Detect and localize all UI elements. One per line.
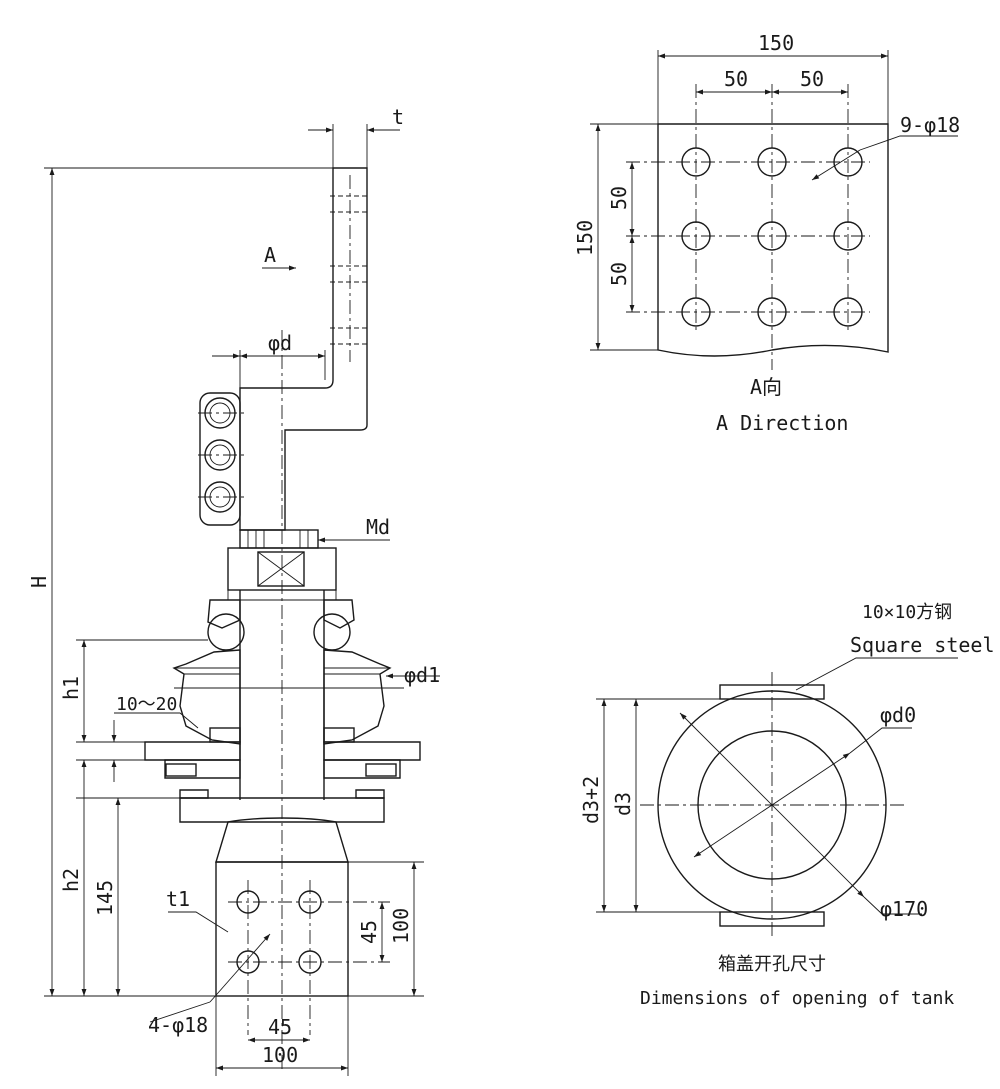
dim-bottom-horizontal: 45 100 xyxy=(215,996,349,1076)
dim-145-label: 145 xyxy=(93,880,117,916)
dim-h-label: H xyxy=(27,576,51,588)
hole-grid-9 xyxy=(626,84,870,370)
dim-phi-d1: φd1 xyxy=(174,663,440,689)
tank-caption-cn: 箱盖开孔尺寸 xyxy=(718,954,826,975)
tank-phi-170: φ170 xyxy=(880,897,928,921)
square-steel-cn: 10×10方钢 xyxy=(862,602,952,623)
a-direction-view: 150 50 50 9-φ18 50 50 150 A向 A Direction xyxy=(573,31,960,435)
terminal-flag xyxy=(239,167,370,531)
square-steel-en: Square steel xyxy=(850,633,995,657)
view-arrow-a-label: A xyxy=(264,243,276,267)
dim-h1: h1 xyxy=(59,639,208,743)
dim-h2-145: h2 145 xyxy=(59,760,180,996)
a-dim-pitch-right: 50 xyxy=(800,67,824,91)
dim-md-label: Md xyxy=(366,515,390,539)
dim-100-vertical-label: 100 xyxy=(389,908,413,944)
tank-caption-en: Dimensions of opening of tank xyxy=(640,988,954,1009)
dim-right-vertical: 45 100 xyxy=(348,861,424,997)
view-arrow-a: A xyxy=(262,243,296,271)
bottom-terminal xyxy=(215,817,390,1035)
tank-opening-view: φd0 φ170 10×10方钢 Square steel d3+2 d3 箱盖… xyxy=(579,602,995,1009)
side-view: t A φd Md H h1 xyxy=(27,105,440,1076)
dim-h2-label: h2 xyxy=(59,868,83,892)
leader-t1-label: t1 xyxy=(166,887,190,911)
a-dim-holes-9: 9-φ18 xyxy=(900,113,960,137)
a-dim-overall-height: 150 xyxy=(573,220,597,256)
dim-phi-d-label: φd xyxy=(268,331,292,355)
dim-t-label: t xyxy=(392,105,404,129)
a-dim-overall-width: 150 xyxy=(758,31,794,55)
tank-d3-plus-2: d3+2 xyxy=(579,776,603,824)
dim-phi-d: φd xyxy=(212,331,326,388)
dim-phi-d1-label: φd1 xyxy=(404,663,440,687)
a-view-caption-en: A Direction xyxy=(716,411,848,435)
a-dim-pitch-upper: 50 xyxy=(607,186,631,210)
dim-45-horizontal-label: 45 xyxy=(268,1015,292,1039)
a-dim-pitch-lower: 50 xyxy=(607,262,631,286)
dim-45-vertical-label: 45 xyxy=(357,920,381,944)
dim-md: Md xyxy=(318,515,390,543)
dim-gap-range-label: 10～20 xyxy=(116,694,177,715)
side-clamp xyxy=(198,392,244,526)
dim-h1-label: h1 xyxy=(59,676,83,700)
a-view-caption-cn: A向 xyxy=(750,375,782,399)
dim-gap-range: 10～20 xyxy=(76,694,199,782)
leader-4-holes: 4-φ18 xyxy=(148,933,271,1037)
porcelain-cap xyxy=(207,599,355,651)
leader-4-holes-label: 4-φ18 xyxy=(148,1013,208,1037)
dim-h: H xyxy=(27,167,333,997)
tank-d3: d3 xyxy=(611,792,635,816)
dim-100-horizontal-label: 100 xyxy=(262,1043,298,1067)
mounting-flange xyxy=(144,727,421,823)
tank-phi-d0: φd0 xyxy=(880,703,916,727)
dim-t: t xyxy=(308,105,404,168)
a-dim-pitch-left: 50 xyxy=(724,67,748,91)
leader-t1: t1 xyxy=(166,887,229,933)
